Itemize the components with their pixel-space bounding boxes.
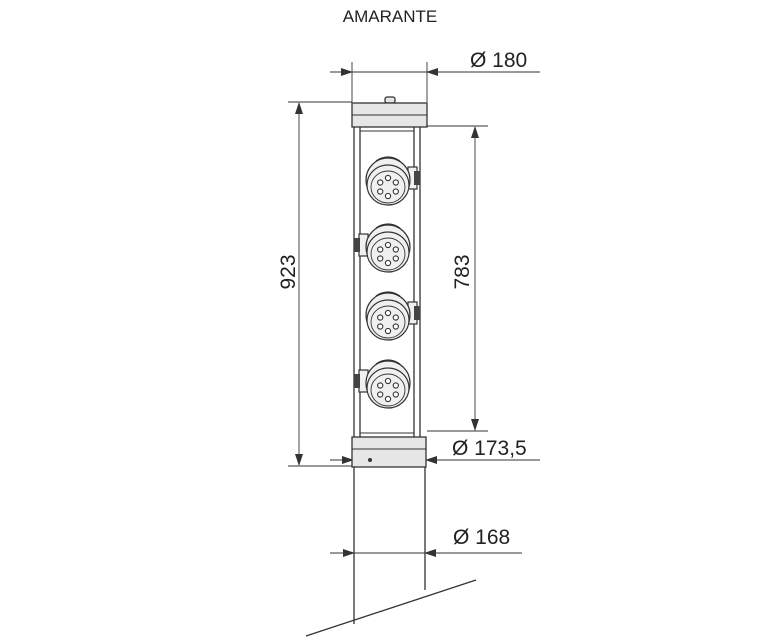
led-dot — [384, 174, 392, 182]
head-lens-ring — [366, 164, 410, 206]
led-dot — [392, 382, 399, 389]
head-lens — [370, 305, 406, 339]
led-dot — [384, 192, 392, 200]
bracket-clamp — [414, 171, 420, 185]
head-lens-ring — [366, 231, 410, 273]
light-heads — [354, 156, 420, 409]
led-dot — [377, 314, 384, 321]
bracket-clamp — [414, 306, 420, 320]
led-dot — [392, 246, 399, 253]
pole-diameter-dimension: Ø 168 — [330, 526, 522, 557]
led-dot — [392, 323, 399, 330]
led-dot — [377, 179, 384, 186]
led-dot — [392, 391, 399, 398]
light-head — [354, 223, 411, 273]
top-diameter-dimension: Ø 180 — [330, 49, 540, 102]
bracket-clamp — [354, 238, 360, 252]
led-dot — [377, 255, 384, 262]
led-dot — [392, 255, 399, 262]
total-height-label: 923 — [277, 254, 300, 289]
top-diameter-label: Ø 180 — [470, 49, 527, 72]
tube-height-label: 783 — [451, 254, 474, 289]
bollard — [305, 96, 477, 637]
led-dot — [377, 188, 384, 195]
led-dot — [377, 246, 384, 253]
led-dot — [384, 309, 392, 317]
product-title: AMARANTE — [343, 7, 437, 26]
led-dot — [392, 188, 399, 195]
head-lens — [370, 170, 406, 204]
led-dot — [377, 323, 384, 330]
light-head — [365, 156, 420, 206]
led-dot — [384, 241, 392, 249]
ground-line — [305, 579, 477, 637]
led-dot — [384, 259, 392, 267]
light-head — [354, 359, 411, 409]
head-lens-ring — [366, 367, 410, 409]
led-dot — [392, 179, 399, 186]
led-dot — [377, 391, 384, 398]
tube-height-dimension: 783 — [427, 125, 488, 432]
led-dot — [384, 327, 392, 335]
pole — [353, 467, 426, 624]
led-dot — [377, 382, 384, 389]
total-height-dimension: 923 — [277, 101, 352, 467]
head-lens — [370, 237, 406, 271]
led-dot — [384, 395, 392, 403]
bracket-clamp — [354, 374, 360, 388]
top-cap — [351, 96, 428, 128]
base-diameter-label: Ø 173,5 — [452, 437, 527, 460]
led-dot — [384, 377, 392, 385]
led-dot — [392, 314, 399, 321]
light-head — [365, 291, 420, 341]
head-lens-ring — [366, 299, 410, 341]
pole-diameter-label: Ø 168 — [453, 526, 510, 549]
head-lens — [370, 373, 406, 407]
base-collar — [351, 436, 427, 468]
